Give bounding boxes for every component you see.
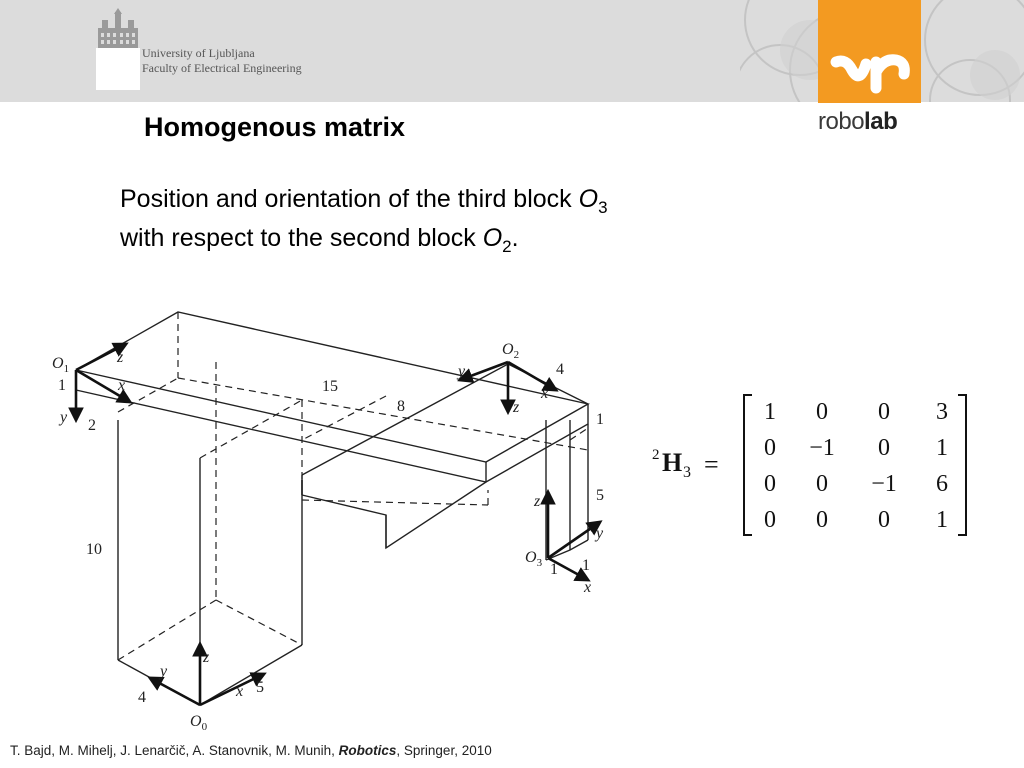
matrix-cell: 1 bbox=[936, 435, 948, 461]
o1-z-label: z bbox=[116, 349, 124, 366]
matrix-cell: 6 bbox=[936, 471, 948, 497]
dim-1: 1 bbox=[58, 377, 66, 394]
o0-x-axis bbox=[199, 672, 267, 707]
dim-1d: 1 bbox=[582, 557, 590, 574]
desc-line2-text: with respect to the second block bbox=[120, 224, 483, 252]
matrix-cell: 0 bbox=[878, 399, 890, 425]
o0-y-axis bbox=[147, 676, 201, 707]
matrix-cells: 1 0 0 3 0 −1 0 1 0 0 −1 6 0 0 0 1 bbox=[764, 399, 948, 533]
dim-2: 2 bbox=[88, 417, 96, 434]
desc-line-2: with respect to the second block O2. bbox=[120, 224, 519, 256]
o2-y-label: y bbox=[456, 363, 466, 380]
matrix-cell: 0 bbox=[816, 399, 828, 425]
matrix-cell: 0 bbox=[764, 507, 776, 533]
slide-title: Homogenous matrix bbox=[144, 112, 406, 142]
o2-x-axis bbox=[507, 360, 559, 392]
robolab-bold: lab bbox=[864, 108, 898, 135]
o1-x-axis bbox=[75, 368, 133, 404]
matrix-subscript: 3 bbox=[683, 464, 691, 481]
matrix-brackets bbox=[743, 394, 967, 536]
citation: T. Bajd, M. Mihelj, J. Lenarčič, A. Stan… bbox=[10, 743, 492, 758]
o2-label: O2 bbox=[502, 341, 519, 361]
university-logo-icon bbox=[96, 8, 140, 90]
robolab-wordmark: robolab bbox=[818, 108, 898, 136]
matrix-cell: −1 bbox=[809, 435, 835, 461]
dim-8: 8 bbox=[397, 398, 405, 415]
dim-1c: 1 bbox=[550, 561, 558, 578]
axis-labels: O1 z x y O2 y x z O3 z y x O0 z x y bbox=[52, 341, 604, 730]
university-line1: University of Ljubljana bbox=[142, 46, 255, 60]
desc-line-1: Position and orientation of the third bl… bbox=[120, 184, 608, 223]
homogeneous-matrix: 2 H 3 = 1 0 0 3 0 −1 0 1 0 0 −1 6 0 0 0 1 bbox=[652, 394, 967, 536]
citation-publisher: , Springer, 2010 bbox=[396, 743, 492, 758]
matrix-cell: −1 bbox=[871, 471, 897, 497]
o0-y-label: y bbox=[158, 663, 168, 680]
block-diagram: O1 z x y O2 y x z O3 z y x O0 z x y 15 8… bbox=[52, 311, 604, 730]
matrix-cell: 3 bbox=[936, 399, 948, 425]
matrix-equals: = bbox=[704, 450, 719, 479]
dim-15: 15 bbox=[322, 378, 338, 395]
o1-y-label: y bbox=[58, 409, 68, 426]
slide-description: Position and orientation of the third bl… bbox=[120, 184, 608, 262]
matrix-cell: 1 bbox=[936, 507, 948, 533]
dim-5b: 5 bbox=[596, 487, 604, 504]
matrix-superscript: 2 bbox=[652, 447, 660, 463]
desc-line1-text: Position and orientation of the third bl… bbox=[120, 185, 579, 213]
robolab-light: robo bbox=[818, 108, 865, 135]
citation-authors: T. Bajd, M. Mihelj, J. Lenarčič, A. Stan… bbox=[10, 743, 339, 758]
o1-z-axis bbox=[75, 342, 129, 372]
hidden-edges bbox=[117, 312, 589, 661]
dim-4b: 4 bbox=[556, 361, 564, 378]
o3-y-label: y bbox=[594, 525, 604, 542]
matrix-cell: 0 bbox=[816, 507, 828, 533]
matrix-cell: 1 bbox=[764, 399, 776, 425]
block-outlines bbox=[75, 311, 590, 706]
matrix-cell: 0 bbox=[764, 435, 776, 461]
o1-label: O1 bbox=[52, 355, 69, 375]
dim-4: 4 bbox=[138, 689, 146, 706]
o0-z-label: z bbox=[202, 649, 210, 666]
robolab-logo bbox=[818, 0, 921, 103]
lr-logo-icon bbox=[830, 54, 910, 94]
o3-label: O3 bbox=[525, 549, 543, 569]
dim-10: 10 bbox=[86, 541, 102, 558]
dim-1b: 1 bbox=[596, 411, 604, 428]
matrix-cell: 0 bbox=[878, 435, 890, 461]
matrix-cell: 0 bbox=[878, 507, 890, 533]
o2-y-axis bbox=[457, 360, 509, 383]
o2-x-label: x bbox=[540, 385, 548, 402]
desc-line1-symbol: O3 bbox=[578, 185, 608, 217]
matrix-cell: 0 bbox=[816, 471, 828, 497]
university-name: University of Ljubljana Faculty of Elect… bbox=[142, 46, 302, 76]
o0-label: O0 bbox=[190, 713, 208, 730]
o3-x-label: x bbox=[583, 579, 591, 596]
dimension-labels: 15 8 10 4 5 1 2 4 5 1 1 1 bbox=[58, 361, 604, 706]
coordinate-axes bbox=[68, 342, 603, 707]
o2-z-label: z bbox=[512, 399, 520, 416]
citation-book: Robotics bbox=[338, 743, 397, 758]
desc-line2-symbol: O2 bbox=[482, 224, 512, 256]
o3-y-axis bbox=[547, 520, 603, 560]
o3-z-label: z bbox=[533, 493, 541, 510]
matrix-cell: 0 bbox=[764, 471, 776, 497]
matrix-symbol: H bbox=[662, 448, 682, 477]
o1-x-label: x bbox=[117, 377, 125, 394]
o3-x-axis bbox=[547, 556, 591, 582]
o0-x-label: x bbox=[235, 683, 243, 700]
dim-5: 5 bbox=[256, 679, 264, 696]
university-line2: Faculty of Electrical Engineering bbox=[142, 61, 302, 75]
